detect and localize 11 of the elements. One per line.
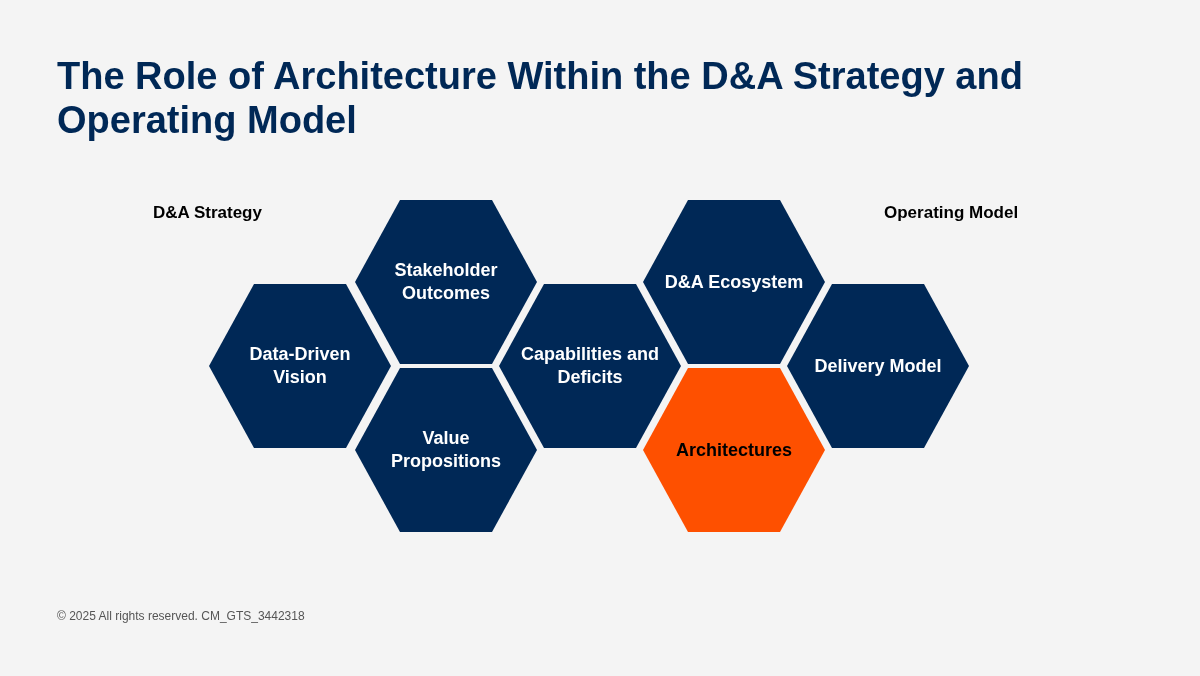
title: The Role of Architecture Within the D&A Strategy and Operating Model: [57, 54, 1024, 142]
group-heading: D&A Strategy: [153, 203, 262, 223]
hexagon-label: Data-Driven Vision: [248, 343, 352, 389]
hexagon-label: Architectures: [675, 438, 792, 462]
group-heading: Operating Model: [884, 203, 1019, 223]
hexagon-label: Value Propositions: [390, 427, 502, 473]
hexagon-label: Stakeholder Outcomes: [393, 259, 499, 305]
hexagon-label: D&A Ecosystem: [664, 270, 804, 294]
hexagon-label: Delivery Model: [814, 354, 942, 378]
copyright-note: © 2025 All rights reserved. CM_GTS_3442318: [57, 609, 305, 623]
hexagon-label: Capabilities and Deficits: [519, 343, 660, 389]
